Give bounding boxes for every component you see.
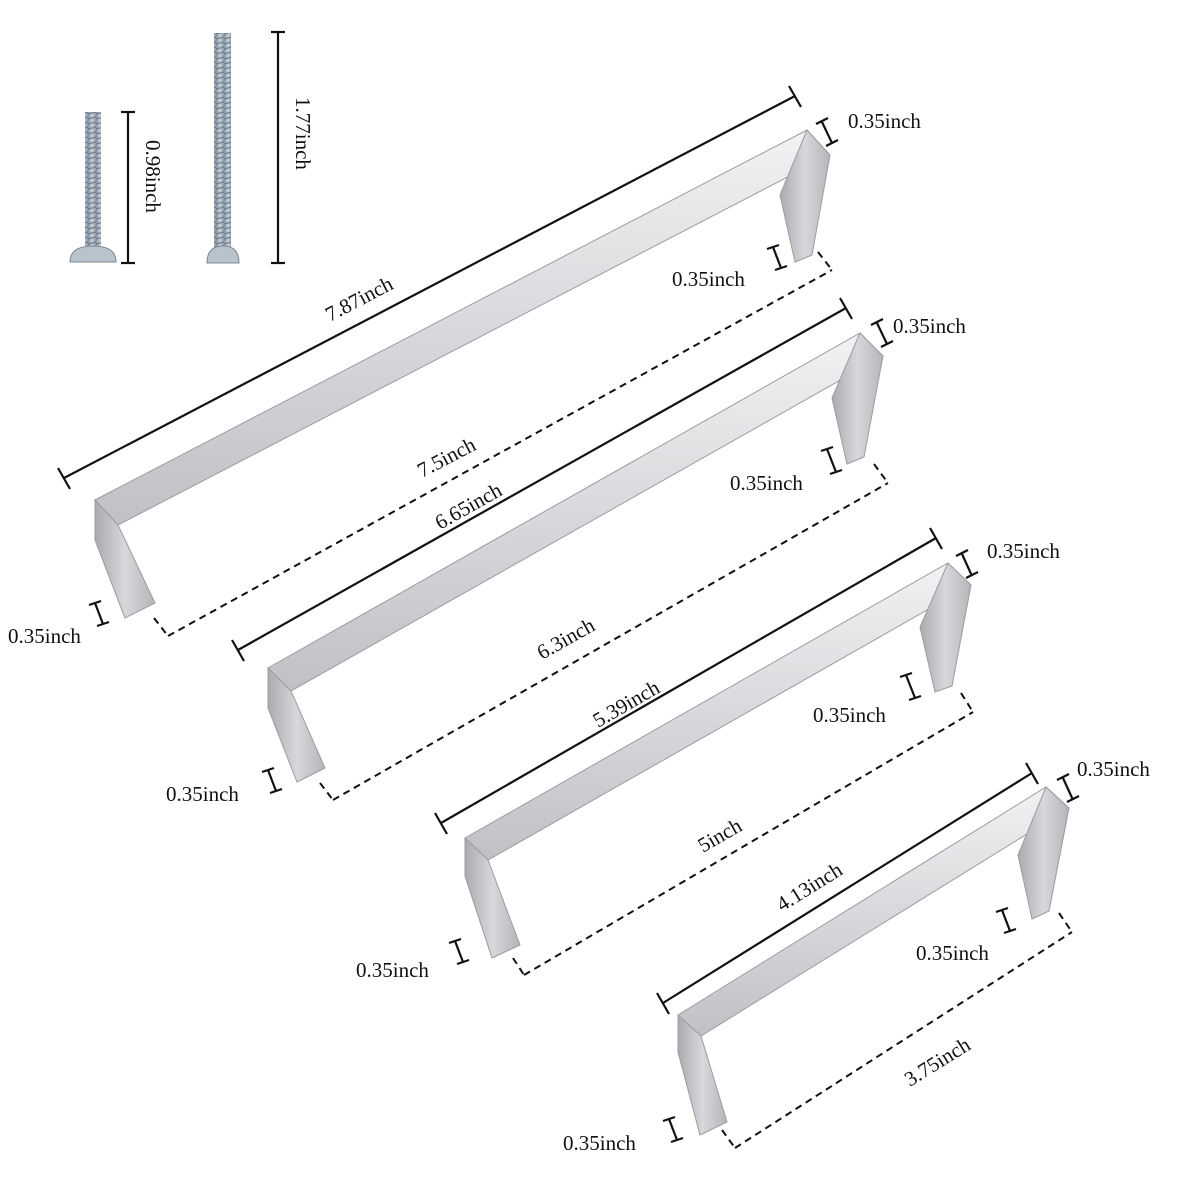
screw-head [206,245,240,264]
short-screw [69,112,117,263]
handle-2-thickness: 0.35inch [893,314,966,338]
handle-bar-top [464,562,972,861]
short-screw-dimension: 0.98inch [121,110,165,265]
screw-thread [214,33,231,248]
handle-1-thickness: 0.35inch [848,109,921,133]
handle-3-overall-length: 5.39inch [589,675,665,732]
handle-right-leg [919,562,972,693]
screw-thread [85,112,101,248]
handle-4-leg-inner: 0.35inch [916,941,989,965]
handle-1-dimensions: 7.87inch 7.5inch 0.35inch 0.35inch 0.35i… [8,85,921,648]
handle-2-leg-inner: 0.35inch [730,471,803,495]
handle-3-leg: 0.35inch [356,958,429,982]
handle-3-hole-center: 5inch [694,813,747,857]
long-screw [206,33,240,264]
handle-4-leg: 0.35inch [563,1131,636,1155]
handle-4-overall-length: 4.13inch [772,857,847,916]
handle-3-leg-inner: 0.35inch [813,703,886,727]
handle-1-overall-length: 7.87inch [321,271,397,326]
handle-2 [267,332,884,783]
handle-2-hole-center: 6.3inch [533,613,600,665]
short-screw-length-label: 0.98inch [141,140,165,213]
handle-right-leg [1017,786,1070,920]
handle-left-leg [267,666,326,783]
handle-right-leg [779,129,831,263]
handle-3-thickness: 0.35inch [987,539,1060,563]
handle-left-leg [677,1013,728,1136]
handle-left-leg [464,836,521,959]
handle-bar-top [94,129,831,526]
long-screw-dimension: 1.77inch [271,30,315,265]
handle-2-leg: 0.35inch [166,782,239,806]
handle-right-leg [831,332,884,465]
handle-4-hole-center: 3.75inch [900,1032,975,1091]
handle-3 [464,562,972,959]
handle-1-leg-inner: 0.35inch [672,267,745,291]
screw-head [69,245,117,263]
handle-1-leg: 0.35inch [8,624,81,648]
handle-left-leg [94,498,156,619]
handle-4 [677,786,1070,1136]
long-screw-length-label: 1.77inch [291,97,315,170]
handle-4-thickness: 0.35inch [1077,757,1150,781]
handle-2-dimensions: 6.65inch 6.3inch 0.35inch 0.35inch 0.35i… [166,297,966,806]
handle-1 [94,129,831,619]
handle-1-hole-center: 7.5inch [413,432,480,482]
